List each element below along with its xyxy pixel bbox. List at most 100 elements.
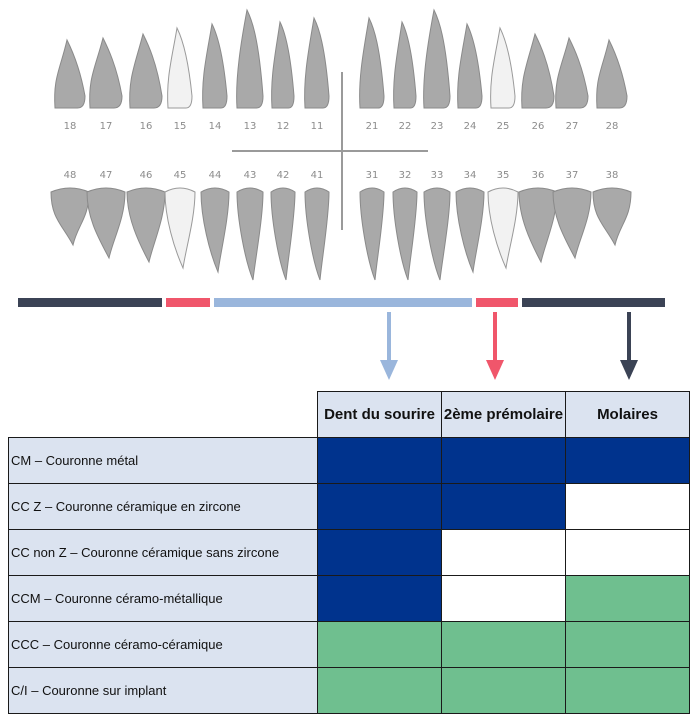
lower-tooth [236, 187, 264, 281]
tooth-number: 43 [244, 170, 257, 181]
zone-segment-molars-right [522, 298, 665, 307]
upper-tooth [359, 16, 385, 109]
smile-arrow-head [380, 360, 398, 380]
tooth-number: 37 [566, 170, 579, 181]
lower-tooth [592, 187, 632, 247]
tooth-number: 18 [64, 121, 77, 132]
zone-segment-premolar-left [166, 298, 210, 307]
lower-tooth [552, 187, 592, 260]
lower-tooth [50, 187, 90, 247]
lower-teeth [50, 187, 632, 281]
lower-tooth [392, 187, 418, 281]
lower-tooth [455, 187, 485, 274]
cell [317, 437, 442, 484]
tooth-number: 45 [174, 170, 187, 181]
tooth-number: 44 [209, 170, 222, 181]
upper-tooth [393, 20, 417, 109]
upper-tooth [490, 26, 516, 109]
header-second-premolar: 2ème prémolaire [441, 391, 566, 438]
row-label: CC non Z – Couronne céramique sans zirco… [8, 529, 318, 576]
table-header-row: Dent du sourire 2ème prémolaire Molaires [8, 391, 690, 438]
tooth-number: 34 [464, 170, 477, 181]
row-label: CCC – Couronne céramo-céramique [8, 621, 318, 668]
tooth-number: 12 [277, 121, 290, 132]
upper-tooth [167, 26, 193, 109]
upper-tooth [236, 8, 264, 109]
upper-teeth [54, 8, 628, 109]
crown-table: Dent du sourire 2ème prémolaire Molaires… [8, 391, 690, 714]
lower-tooth [304, 187, 330, 281]
row-label: C/I – Couronne sur implant [8, 667, 318, 714]
tooth-number: 24 [464, 121, 477, 132]
tooth-number: 42 [277, 170, 290, 181]
lower-tooth [126, 187, 166, 264]
cell [565, 621, 690, 668]
tooth-number: 22 [399, 121, 412, 132]
header-molars: Molaires [565, 391, 690, 438]
tooth-number: 15 [174, 121, 187, 132]
cell [565, 667, 690, 714]
table-row: CC non Z – Couronne céramique sans zirco… [8, 529, 690, 576]
cell [565, 483, 690, 530]
row-label: CC Z – Couronne céramique en zircone [8, 483, 318, 530]
table-row: CC Z – Couronne céramique en zircone [8, 483, 690, 530]
tooth-number: 33 [431, 170, 444, 181]
row-label: CM – Couronne métal [8, 437, 318, 484]
tooth-number: 13 [244, 121, 257, 132]
tooth-number: 28 [606, 121, 619, 132]
zone-segment-premolar-right [476, 298, 518, 307]
tooth-number: 23 [431, 121, 444, 132]
table-row: CCC – Couronne céramo-céramique [8, 621, 690, 668]
lower-tooth [518, 187, 558, 264]
tooth-number: 27 [566, 121, 579, 132]
zone-segment-smile [214, 298, 472, 307]
tooth-number: 46 [140, 170, 153, 181]
table-row: CM – Couronne métal [8, 437, 690, 484]
tooth-number: 47 [100, 170, 113, 181]
upper-tooth [596, 38, 628, 109]
upper-tooth [202, 22, 228, 109]
tooth-number: 36 [532, 170, 545, 181]
lower-tooth [86, 187, 126, 260]
cell [565, 529, 690, 576]
tooth-number: 25 [497, 121, 510, 132]
upper-tooth [304, 16, 330, 109]
upper-tooth [423, 8, 451, 109]
tooth-number: 41 [311, 170, 324, 181]
cell [317, 575, 442, 622]
header-corner [8, 391, 318, 438]
tooth-number: 17 [100, 121, 113, 132]
tooth-number: 21 [366, 121, 379, 132]
lower-tooth [423, 187, 451, 281]
arrows [380, 312, 638, 380]
row-label: CCM – Couronne céramo-métallique [8, 575, 318, 622]
upper-tooth [555, 36, 589, 109]
tooth-number: 35 [497, 170, 510, 181]
tooth-number: 48 [64, 170, 77, 181]
tooth-number: 14 [209, 121, 222, 132]
tooth-number: 26 [532, 121, 545, 132]
tooth-number: 32 [399, 170, 412, 181]
cell [441, 483, 566, 530]
cell [565, 575, 690, 622]
upper-tooth [89, 36, 123, 109]
zone-segment-molars-left [18, 298, 162, 307]
upper-tooth [129, 32, 163, 109]
cell [441, 621, 566, 668]
lower-tooth [270, 187, 296, 281]
cell [565, 437, 690, 484]
header-smile-tooth: Dent du sourire [317, 391, 442, 438]
cell [317, 667, 442, 714]
table-row: C/I – Couronne sur implant [8, 667, 690, 714]
tooth-number: 31 [366, 170, 379, 181]
cell [317, 529, 442, 576]
table-row: CCM – Couronne céramo-métallique [8, 575, 690, 622]
upper-tooth [521, 32, 555, 109]
cell [317, 621, 442, 668]
upper-tooth [54, 38, 86, 109]
lower-tooth [200, 187, 230, 274]
molar-arrow-head [620, 360, 638, 380]
